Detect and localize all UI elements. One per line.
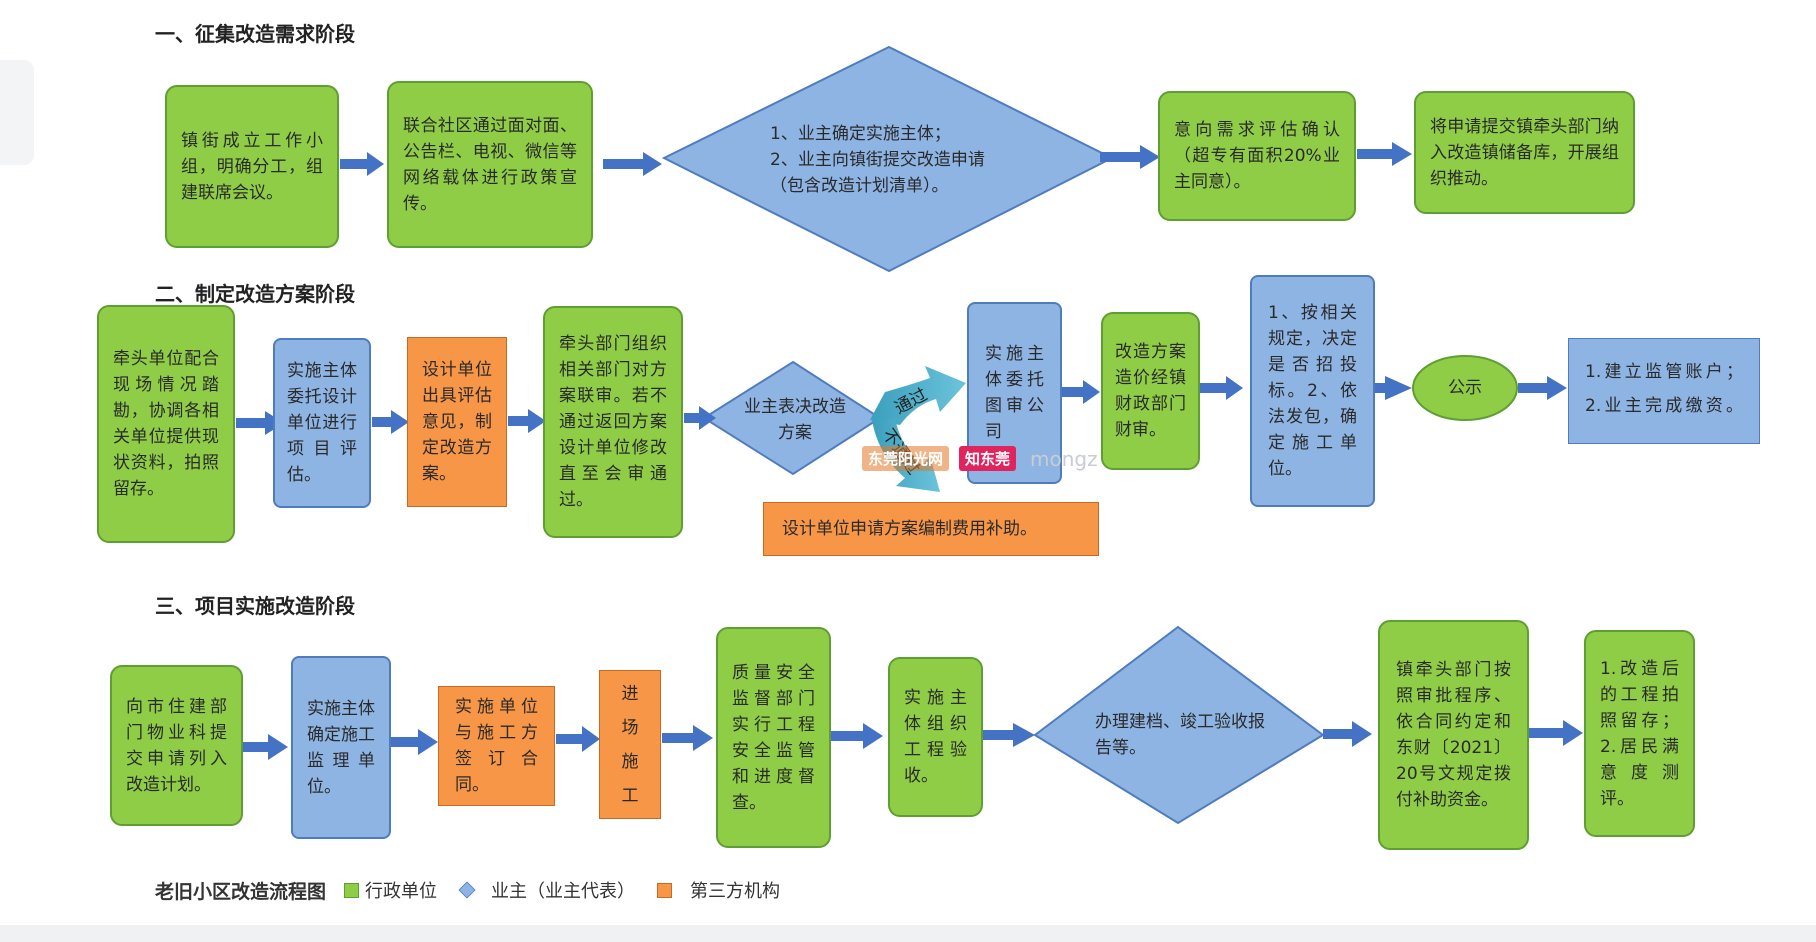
arrow-s2-2 bbox=[372, 410, 409, 434]
arrow-s1-1 bbox=[340, 152, 384, 176]
s1-diamond-line1: 1、业主确定实施主体； bbox=[770, 124, 951, 144]
arrow-s2-6 bbox=[1200, 376, 1243, 400]
watermark-a: 东莞阳光网 bbox=[862, 446, 950, 471]
legend-third-label: 第三方机构 bbox=[690, 881, 781, 902]
legend-owner-label: 业主（业主代表） bbox=[491, 881, 636, 902]
arrow-s3-8 bbox=[1529, 720, 1583, 746]
arrow-s2-3 bbox=[508, 409, 546, 433]
s2-box-bidding: 1、按相关规定，决定是否招投标。2、依法发包，确定施工单位。 bbox=[1250, 275, 1375, 507]
s2-box-supervision-account: 1.建立监管账户； 2.业主完成缴资。 bbox=[1568, 338, 1760, 444]
pass-arrow bbox=[870, 366, 966, 425]
arrow-s3-6 bbox=[983, 723, 1035, 747]
watermark-c: mongz bbox=[1030, 446, 1098, 471]
legend-owner: 业主（业主代表） bbox=[458, 877, 636, 903]
legend-admin: 行政单位 bbox=[344, 877, 437, 903]
legend-admin-swatch bbox=[344, 882, 360, 898]
s2-final-line2: 2.业主完成缴资。 bbox=[1585, 396, 1743, 416]
s3-box-contract: 实施单位与施工方签订合同。 bbox=[438, 686, 555, 806]
legend-third-swatch bbox=[657, 882, 673, 898]
arrow-s3-7 bbox=[1323, 721, 1372, 747]
s1-box-publicity: 联合社区通过面对面、公告栏、电视、微信等网络载体进行政策宣传。 bbox=[387, 81, 593, 248]
arrow-s2-4 bbox=[684, 406, 716, 430]
bottom-band bbox=[0, 925, 1816, 942]
stage2-ellipse-shape bbox=[1412, 355, 1518, 421]
arrow-s1-4 bbox=[1357, 142, 1412, 166]
arrows bbox=[236, 142, 1583, 760]
s2-box-financial-review: 改造方案造价经镇财政部门财审。 bbox=[1101, 312, 1200, 470]
arrow-s3-3 bbox=[556, 726, 600, 752]
s3-box-apply-plan: 向市住建部门物业科提交申请列入改造计划。 bbox=[110, 665, 243, 826]
arrow-s3-5 bbox=[831, 723, 883, 749]
s1-diamond-text: 1、业主确定实施主体； 2、业主向镇街提交改造申请（包含改造计划清单）。 bbox=[770, 110, 1010, 210]
s2-box-survey: 牵头单位配合现场情况踏勘，协调各相关单位提供现状资料，拍照留存。 bbox=[97, 305, 235, 543]
arrow-s2-1 bbox=[236, 411, 284, 435]
s2-final-line1: 1.建立监管账户； bbox=[1585, 362, 1743, 382]
arrow-s1-2 bbox=[603, 152, 662, 176]
s3-box-acceptance: 实施主体组织工程验收。 bbox=[888, 657, 983, 817]
arrow-s1-3 bbox=[1100, 145, 1160, 169]
arrow-s2-7 bbox=[1343, 376, 1412, 400]
arrow-s2-5 bbox=[1032, 380, 1100, 404]
watermark-b: 知东莞 bbox=[959, 446, 1017, 471]
s1-box-working-group: 镇街成立工作小组，明确分工，组建联席会议。 bbox=[165, 85, 339, 248]
stage-3-title: 三、项目实施改造阶段 bbox=[155, 594, 355, 618]
arrow-s3-1 bbox=[243, 734, 288, 760]
arrow-s2-8 bbox=[1518, 376, 1567, 400]
stage3-diamond-shape bbox=[1033, 625, 1325, 825]
s1-box-reserve-library: 将申请提交镇牵头部门纳入改造镇储备库，开展组织推动。 bbox=[1414, 91, 1635, 214]
stage-2-title: 二、制定改造方案阶段 bbox=[155, 282, 355, 306]
s2-diamond-text: 业主表决改造方案 bbox=[744, 397, 846, 443]
s2-box-joint-review: 牵头部门组织相关部门对方案联审。若不通过返回方案设计单位修改直至会审通过。 bbox=[543, 306, 683, 538]
s3-box-evaluation: 1.改造后的工程拍照留存；2.居民满意度测评。 bbox=[1584, 630, 1695, 837]
legend-third: 第三方机构 bbox=[657, 877, 780, 903]
legend-admin-label: 行政单位 bbox=[365, 881, 438, 902]
s3-box-quality-supervision: 质量安全监督部门实行工程安全监管和进度督查。 bbox=[716, 627, 831, 848]
stage-1-title: 一、征集改造需求阶段 bbox=[155, 22, 355, 46]
s3-diamond-text: 办理建档、竣工验收报告等。 bbox=[1095, 712, 1265, 758]
s2-box-subsidy: 设计单位申请方案编制费用补助。 bbox=[763, 502, 1099, 556]
legend-title: 老旧小区改造流程图 bbox=[155, 880, 327, 903]
s1-diamond-line2: 2、业主向镇街提交改造申请（包含改造计划清单）。 bbox=[770, 150, 985, 196]
stage2-diamond-shape bbox=[702, 360, 882, 476]
legend: 老旧小区改造流程图 行政单位 业主（业主代表） 第三方机构 bbox=[155, 875, 802, 905]
s2-box-entrust-design: 实施主体委托设计单位进行项目评估。 bbox=[273, 338, 371, 508]
arrow-s3-4 bbox=[662, 725, 713, 751]
watermark: 东莞阳光网 知东莞 mongz bbox=[862, 446, 1098, 471]
side-tab[interactable] bbox=[0, 60, 34, 165]
s3-box-subsidy-payment: 镇牵头部门按照审批程序、依合同约定和东财〔2021〕20号文规定拨付补助资金。 bbox=[1378, 620, 1529, 850]
s1-box-assessment: 意向需求评估确认（超专有面积20%业主同意）。 bbox=[1158, 91, 1356, 221]
s2-box-design-plan: 设计单位出具评估意见，制定改造方案。 bbox=[407, 337, 507, 507]
s2-ellipse-text: 公示 bbox=[1448, 378, 1482, 398]
s3-box-construction: 进场施工 bbox=[599, 670, 661, 819]
legend-owner-swatch bbox=[458, 881, 476, 899]
arrow-s3-2 bbox=[391, 729, 438, 755]
s3-box-supervision-unit: 实施主体确定施工监理单位。 bbox=[291, 656, 391, 839]
stage1-diamond-shape bbox=[661, 45, 1115, 273]
